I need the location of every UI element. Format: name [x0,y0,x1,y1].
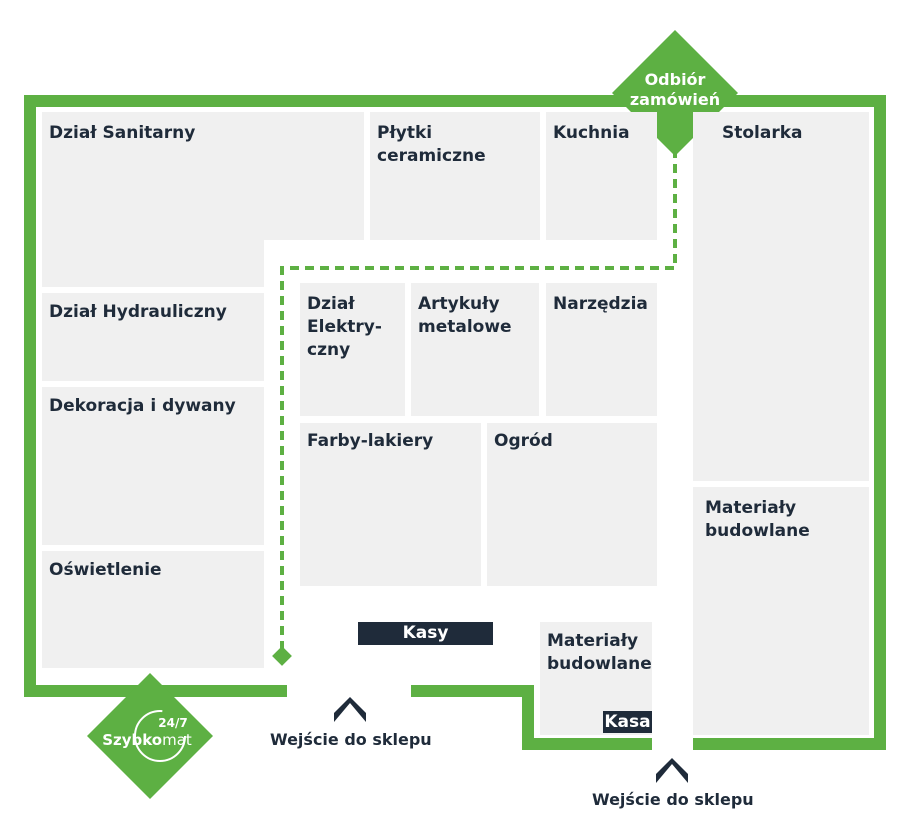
entrance-right-label: Wejście do sklepu [592,790,754,809]
room-narzedzia: Narzędzia [546,283,657,416]
room-kuchnia: Kuchnia [546,112,657,240]
room-label: metalowe [418,317,512,337]
room-dzial-elektryczny: Dział Elektry- czny [300,283,405,416]
room-dzial-hydrauliczny: Dział Hydrauliczny [42,293,264,381]
store-outer-wall [24,95,886,750]
room-plytki-ceramiczne: Płytki ceramiczne [370,112,540,240]
room-oswietlenie: Oświetlenie [42,551,264,668]
room-label: Dział Sanitarny [49,123,196,143]
room-label: budowlane [547,654,652,674]
room-label: Stolarka [722,123,803,143]
szybkomat-clock-ring [134,710,186,762]
entrance-center-label: Wejście do sklepu [270,730,432,749]
room-label: Farby-lakiery [307,431,434,451]
szybkomat-diamond [87,673,213,799]
store-lower-wall [411,685,652,750]
room-artykuly-metalowe: Artykuły metalowe [411,283,539,416]
room-label: Kuchnia [553,123,630,143]
order-pickup-label-line: Odbiór [644,70,706,89]
entrance-center-arrow-icon [334,697,366,722]
room-label: czny [307,340,351,360]
room-label: Materiały [547,631,639,651]
room-dzial-sanitarny: Dział Sanitarny [42,112,364,240]
room-label: Dekoracja i dywany [49,396,236,416]
room-materialy-budowlane-right: Materiały budowlane [693,487,869,735]
room-label: Oświetlenie [49,560,162,580]
kasy-label: Kasy [358,622,493,645]
entrance-right-arrow-icon [656,758,688,783]
room-dekoracja-i-dywany: Dekoracja i dywany [42,387,264,545]
pickup-route [280,150,677,650]
room-label: Artykuły [418,294,500,314]
room-label: Elektry- [307,317,382,337]
room-ogrod: Ogród [487,423,657,586]
room-dzial-sanitarny-lower [42,240,264,287]
room-label: Dział [307,294,355,314]
room-label: budowlane [705,521,810,541]
szybkomat-logo-light: mat [162,731,192,749]
szybkomat-hours: 24/7 [158,716,188,730]
room-stolarka: Stolarka [693,112,869,481]
room-label: ceramiczne [377,146,486,166]
room-farby-lakiery: Farby-lakiery [300,423,481,586]
kasa-label: Kasa [603,711,652,733]
room-label: Ogród [494,431,553,451]
szybkomat-logo: Szybkomat [92,731,202,749]
room-label: Narzędzia [553,294,648,314]
room-label: Dział Hydrauliczny [49,302,227,322]
room-label: Materiały [705,498,797,518]
order-pickup-label: Odbiór zamówień [612,70,738,110]
route-start-marker [272,646,292,666]
szybkomat-logo-bold: Szybko [102,731,163,749]
order-pickup-label-line: zamówień [629,90,721,109]
room-label: Płytki [377,123,433,143]
